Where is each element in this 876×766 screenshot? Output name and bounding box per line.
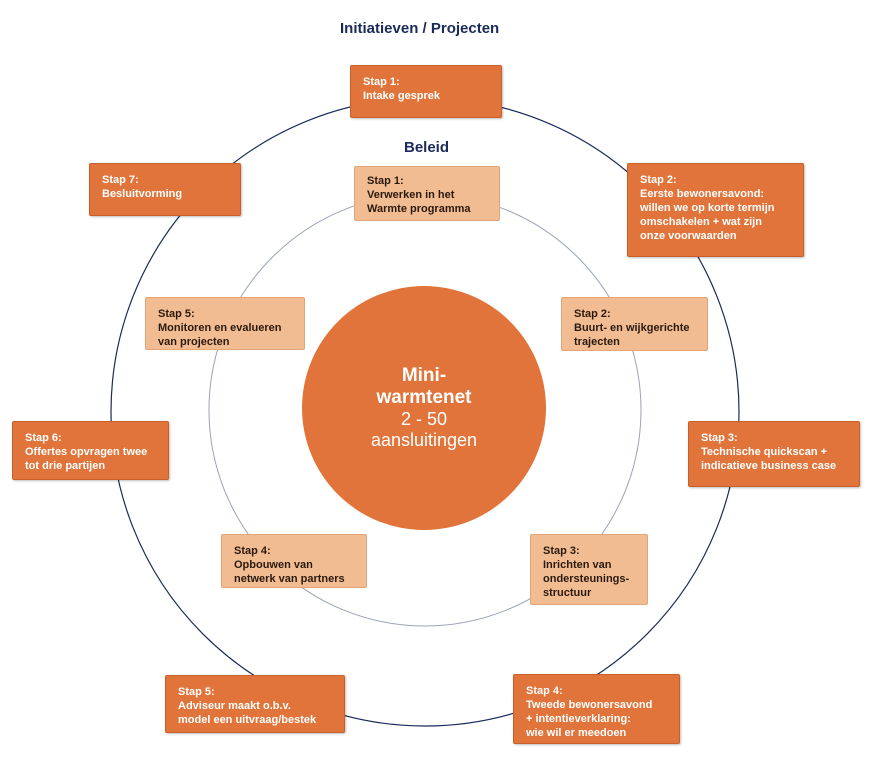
step-text: structuur <box>543 587 592 599</box>
step-text: Technische quickscan + <box>701 446 828 458</box>
step-text: omschakelen + wat zijn <box>640 216 762 228</box>
step-text: indicatieve business case <box>701 460 837 472</box>
outer-step-5: Stap 5: Adviseur maakt o.b.v. model een … <box>165 675 345 733</box>
step-text: Eerste bewonersavond: <box>640 188 765 200</box>
step-label: Stap 1: <box>363 76 400 88</box>
step-label: Stap 2: <box>640 174 677 186</box>
outer-step-1: Stap 1: Intake gesprek <box>350 65 502 118</box>
step-label: Stap 1: <box>367 175 404 187</box>
step-text: Adviseur maakt o.b.v. <box>178 700 291 712</box>
outer-step-4: Stap 4: Tweede bewonersavond + intentiev… <box>513 674 680 744</box>
outer-ring-title: Initiatieven / Projecten <box>340 20 500 37</box>
step-text: wie wil er meedoen <box>526 727 627 739</box>
step-text: Warmte programma <box>367 203 471 215</box>
step-label: Stap 4: <box>234 545 271 557</box>
center-circle: Mini- warmtenet 2 - 50 aansluitingen <box>302 286 546 530</box>
step-text: Verwerken in het <box>367 189 455 201</box>
step-text: + intentieverklaring: <box>526 713 631 725</box>
step-label: Stap 4: <box>526 685 563 697</box>
step-text: model een uitvraag/bestek <box>178 714 317 726</box>
inner-step-5: Stap 5: Monitoren en evalueren van proje… <box>145 297 305 350</box>
inner-step-1: Stap 1: Verwerken in het Warmte programm… <box>354 166 500 221</box>
center-line-1: Mini- <box>401 365 447 386</box>
inner-step-2: Stap 2: Buurt- en wijkgerichte trajecten <box>561 297 708 351</box>
step-label: Stap 2: <box>574 308 611 320</box>
step-text: willen we op korte termijn <box>640 202 775 214</box>
inner-ring-title: Beleid <box>404 139 450 156</box>
step-label: Stap 3: <box>543 545 580 557</box>
step-text: Besluitvorming <box>102 188 183 200</box>
step-text: netwerk van partners <box>234 573 345 585</box>
step-text: Tweede bewonersavond <box>526 699 653 711</box>
step-text: tot drie partijen <box>25 460 106 472</box>
step-label: Stap 5: <box>158 308 195 320</box>
inner-step-3: Stap 3: Inrichten van ondersteunings- st… <box>530 534 648 605</box>
step-text: Monitoren en evalueren <box>158 322 282 334</box>
center-line-2: warmtenet <box>376 387 472 408</box>
step-text: Buurt- en wijkgerichte <box>574 322 690 334</box>
step-label: Stap 3: <box>701 432 738 444</box>
outer-step-7: Stap 7: Besluitvorming <box>89 163 241 216</box>
step-text: Opbouwen van <box>234 559 313 571</box>
inner-step-4: Stap 4: Opbouwen van netwerk van partner… <box>221 534 367 588</box>
step-text: ondersteunings- <box>543 573 630 585</box>
step-label: Stap 6: <box>25 432 62 444</box>
step-text: Inrichten van <box>543 559 612 571</box>
step-text: Intake gesprek <box>363 90 441 102</box>
step-text: trajecten <box>574 336 620 348</box>
center-line-3: 2 - 50 <box>400 409 448 429</box>
step-text: onze voorwaarden <box>640 230 737 242</box>
outer-step-2: Stap 2: Eerste bewonersavond: willen we … <box>627 163 804 257</box>
outer-step-6: Stap 6: Offertes opvragen twee tot drie … <box>12 421 169 480</box>
step-text: Offertes opvragen twee <box>25 446 148 458</box>
step-text: van projecten <box>158 336 230 348</box>
outer-step-3: Stap 3: Technische quickscan + indicatie… <box>688 421 860 487</box>
step-label: Stap 5: <box>178 686 215 698</box>
center-line-4: aansluitingen <box>370 430 478 450</box>
step-label: Stap 7: <box>102 174 139 186</box>
